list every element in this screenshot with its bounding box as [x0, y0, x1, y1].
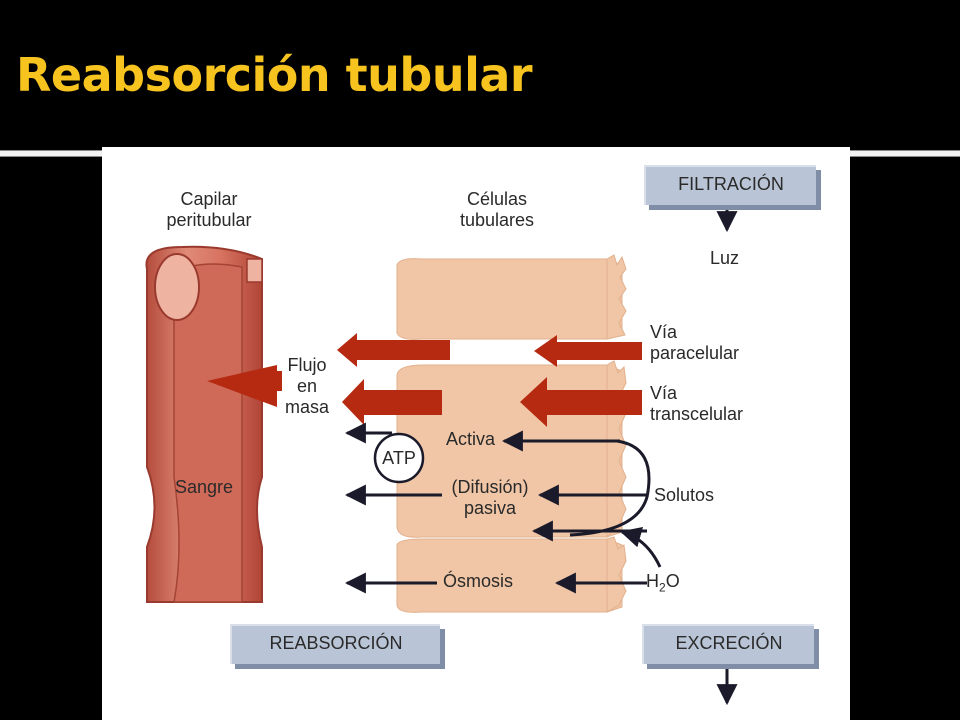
bulk-flow-arrow — [207, 365, 277, 407]
active-label: Activa — [446, 429, 496, 449]
solutes-label: Solutos — [654, 485, 715, 505]
atp-label: ATP — [382, 448, 416, 468]
peritubular-capillary — [145, 245, 263, 603]
water-label: H2O — [646, 571, 680, 595]
flow-arrows — [207, 333, 642, 427]
transcellular-arrow-left — [342, 379, 442, 425]
slide-title: Reabsorción tubular — [16, 48, 533, 102]
paracellular-arrow-left — [337, 333, 450, 367]
lumen-label: Luz — [710, 248, 740, 268]
paracellular-arrow-right — [534, 335, 642, 367]
water-curve-arrow — [619, 526, 662, 568]
atp-circle — [373, 432, 425, 484]
excretion-box: EXCRECIÓN — [642, 624, 814, 664]
tubular-cells — [396, 254, 627, 613]
diagram-graphics — [145, 205, 738, 706]
blood-label: Sangre — [175, 477, 234, 497]
osmosis-label: Ósmosis — [443, 571, 514, 591]
bulk-flow-arrow-shaft — [274, 371, 282, 391]
passive-label: (Difusión)pasiva — [451, 477, 529, 518]
reabsorption-box: REABSORCIÓN — [230, 624, 440, 664]
filtration-box: FILTRACIÓN — [644, 165, 816, 205]
transport-arrows — [344, 205, 738, 706]
transcellular-arrow-right — [520, 377, 642, 427]
